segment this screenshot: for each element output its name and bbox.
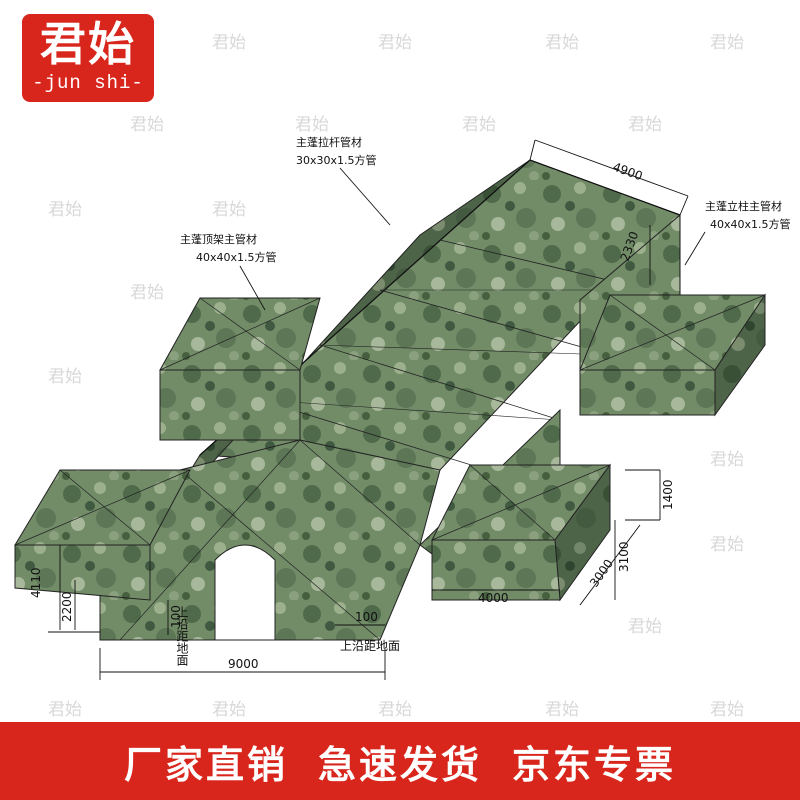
watermark: 君始 bbox=[212, 700, 246, 720]
watermark: 君始 bbox=[710, 33, 744, 53]
watermark: 君始 bbox=[48, 367, 82, 387]
watermark: 君始 bbox=[628, 115, 662, 135]
dim-right-small: 100 bbox=[355, 610, 378, 624]
wing-upper-left bbox=[159, 297, 321, 441]
watermark: 君始 bbox=[378, 33, 412, 53]
brand-logo: 君始 -jun shi- bbox=[22, 14, 154, 102]
watermark: 君始 bbox=[545, 33, 579, 53]
annotation-column: 主蓬立柱主管材 40x40x1.5方管 bbox=[684, 199, 791, 266]
watermark: 君始 bbox=[212, 33, 246, 53]
dim-wing-depth: 3000 bbox=[587, 557, 616, 590]
dim-wing-width: 4000 bbox=[478, 591, 509, 605]
watermark: 君始 bbox=[295, 115, 329, 135]
watermark: 君始 bbox=[48, 200, 82, 220]
doorway bbox=[214, 544, 276, 641]
dim-wing-height: 3100 bbox=[617, 541, 631, 572]
watermark: 君始 bbox=[545, 700, 579, 720]
banner-item-jd-invoice: 京东专票 bbox=[512, 742, 677, 787]
dim-total-length: 9000 bbox=[228, 657, 259, 671]
dim-right-ground-note: 上沿距地面 bbox=[340, 639, 400, 653]
logo-subtitle: -jun shi- bbox=[32, 72, 144, 94]
wing-lower-left bbox=[14, 469, 191, 601]
dim-top-width: 4900 bbox=[611, 160, 644, 184]
banner-item-fast-shipping: 急速发货 bbox=[317, 742, 482, 787]
dim-total-height: 4110 bbox=[29, 567, 43, 598]
dim-left-ground-note: 上沿距地面 bbox=[175, 606, 189, 666]
watermark: 君始 bbox=[710, 700, 744, 720]
watermark: 君始 bbox=[628, 617, 662, 637]
annotation-tie-rod: 主蓬拉杆管材 30x30x1.5方管 bbox=[296, 135, 391, 226]
dim-door-height: 2200 bbox=[60, 591, 74, 622]
banner-item-direct-sale: 厂家直销 bbox=[123, 742, 288, 787]
watermark: 君始 bbox=[710, 535, 744, 555]
watermark: 君始 bbox=[130, 283, 164, 303]
annotation-roof-frame-line1: 主蓬顶架主管材 bbox=[180, 232, 257, 246]
dimension-lines bbox=[48, 139, 689, 680]
watermark: 君始 bbox=[710, 450, 744, 470]
annotation-tie-rod-line1: 主蓬拉杆管材 bbox=[296, 135, 362, 149]
watermark: 君始 bbox=[130, 115, 164, 135]
dim-left-small: 100 bbox=[169, 605, 183, 628]
annotation-roof-frame: 主蓬顶架主管材 40x40x1.5方管 bbox=[180, 232, 277, 311]
annotation-tie-rod-line2: 30x30x1.5方管 bbox=[296, 153, 377, 167]
promo-banner: 厂家直销 急速发货 京东专票 bbox=[0, 722, 800, 800]
watermark: 君始 bbox=[212, 200, 246, 220]
annotation-column-line2: 40x40x1.5方管 bbox=[710, 217, 791, 231]
tent-diagram: 主蓬拉杆管材 30x30x1.5方管 主蓬顶架主管材 40x40x1.5方管 主… bbox=[14, 135, 791, 680]
dim-side-height: 1400 bbox=[661, 479, 675, 510]
wing-upper-right bbox=[579, 293, 766, 417]
annotation-roof-frame-line2: 40x40x1.5方管 bbox=[196, 250, 277, 264]
watermark: 君始 bbox=[48, 700, 82, 720]
logo-name: 君始 bbox=[40, 17, 136, 71]
watermark: 君始 bbox=[462, 115, 496, 135]
wing-lower-right bbox=[431, 463, 611, 602]
annotation-column-line1: 主蓬立柱主管材 bbox=[705, 199, 782, 213]
watermark: 君始 bbox=[378, 700, 412, 720]
